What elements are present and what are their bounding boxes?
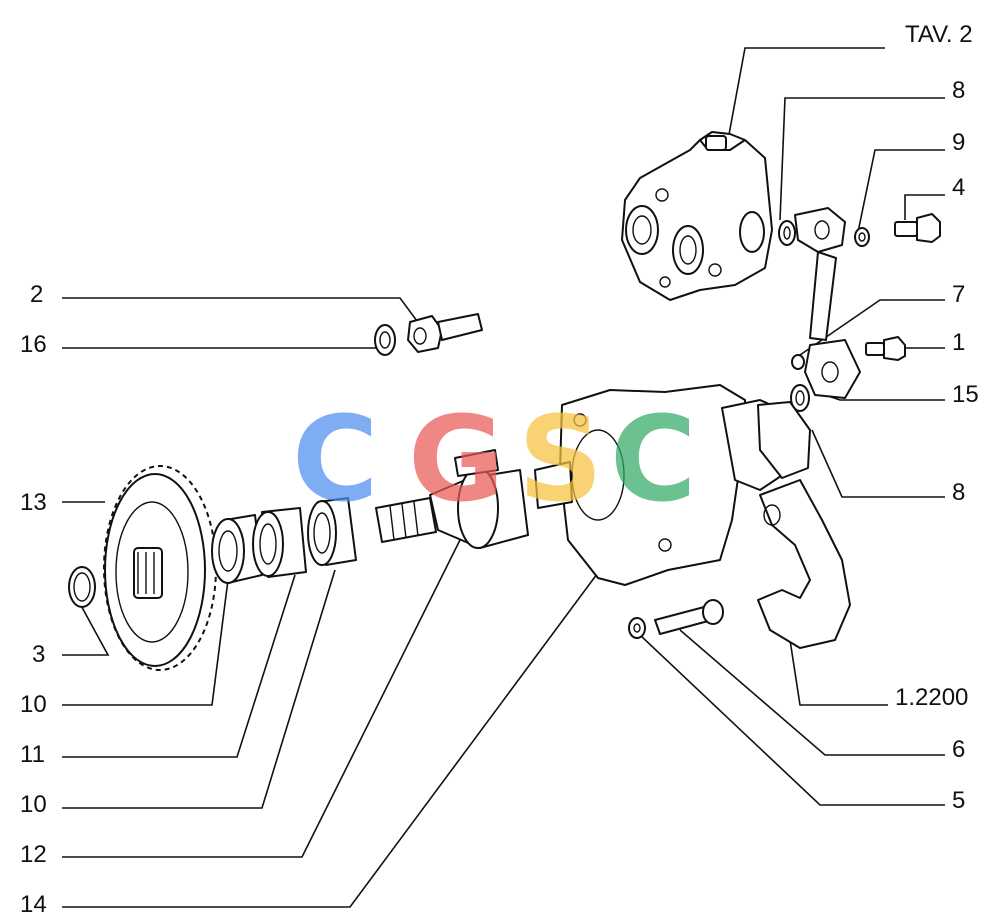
bearing-10-right xyxy=(307,497,357,566)
o-ring-7 xyxy=(791,354,805,370)
callout-12: 12 xyxy=(20,841,47,868)
washer-16 xyxy=(374,324,396,356)
callout-4: 4 xyxy=(952,174,965,201)
watermark-letter-g: G xyxy=(408,390,505,528)
callout-8-bottom: 8 xyxy=(952,479,965,506)
pipe-flange-assembly xyxy=(794,207,861,399)
plate-title: TAV. 2 xyxy=(905,21,973,48)
watermark-letter-s: S xyxy=(518,390,603,528)
drive-shaft-12 xyxy=(429,449,529,549)
fitting-2 xyxy=(407,313,483,353)
washer-5 xyxy=(628,617,646,639)
callout-9: 9 xyxy=(952,129,965,156)
callout-labels: 8 9 4 7 1 15 8 2 16 13 3 10 11 10 12 14 … xyxy=(20,77,979,918)
spacer-11 xyxy=(252,507,307,578)
screw-1 xyxy=(865,336,906,361)
callout-5: 5 xyxy=(952,787,965,814)
circlip-3 xyxy=(68,566,96,608)
washer-8-top xyxy=(778,220,796,246)
valve-block xyxy=(621,131,773,301)
callout-1: 1 xyxy=(952,329,965,356)
pump-body-14 xyxy=(534,384,791,586)
roller-cage xyxy=(375,497,437,543)
callout-11: 11 xyxy=(20,741,45,768)
callout-10-left: 10 xyxy=(20,691,47,718)
callout-2: 2 xyxy=(30,281,43,308)
leader-lines xyxy=(62,47,945,908)
bolt-6 xyxy=(654,599,724,635)
watermark-logo: C G S C xyxy=(292,390,697,528)
callout-16: 16 xyxy=(20,331,47,358)
callout-1-2200: 1.2200 xyxy=(895,684,968,711)
callout-15: 15 xyxy=(952,381,979,408)
callout-10-right: 10 xyxy=(20,791,47,818)
callout-13: 13 xyxy=(20,489,47,516)
callout-8-top: 8 xyxy=(952,77,965,104)
watermark-letter-c2: C xyxy=(610,390,697,528)
washer-9 xyxy=(854,227,870,247)
callout-7: 7 xyxy=(952,281,965,308)
callout-14: 14 xyxy=(20,891,47,918)
bearing-10-left xyxy=(211,514,263,584)
callout-3: 3 xyxy=(32,641,45,668)
hose-1-2200 xyxy=(757,401,851,649)
watermark-letter-c1: C xyxy=(292,390,379,528)
gear-13 xyxy=(103,465,217,671)
callout-6: 6 xyxy=(952,736,965,763)
seal-15 xyxy=(790,384,810,412)
screw-4 xyxy=(894,213,941,243)
